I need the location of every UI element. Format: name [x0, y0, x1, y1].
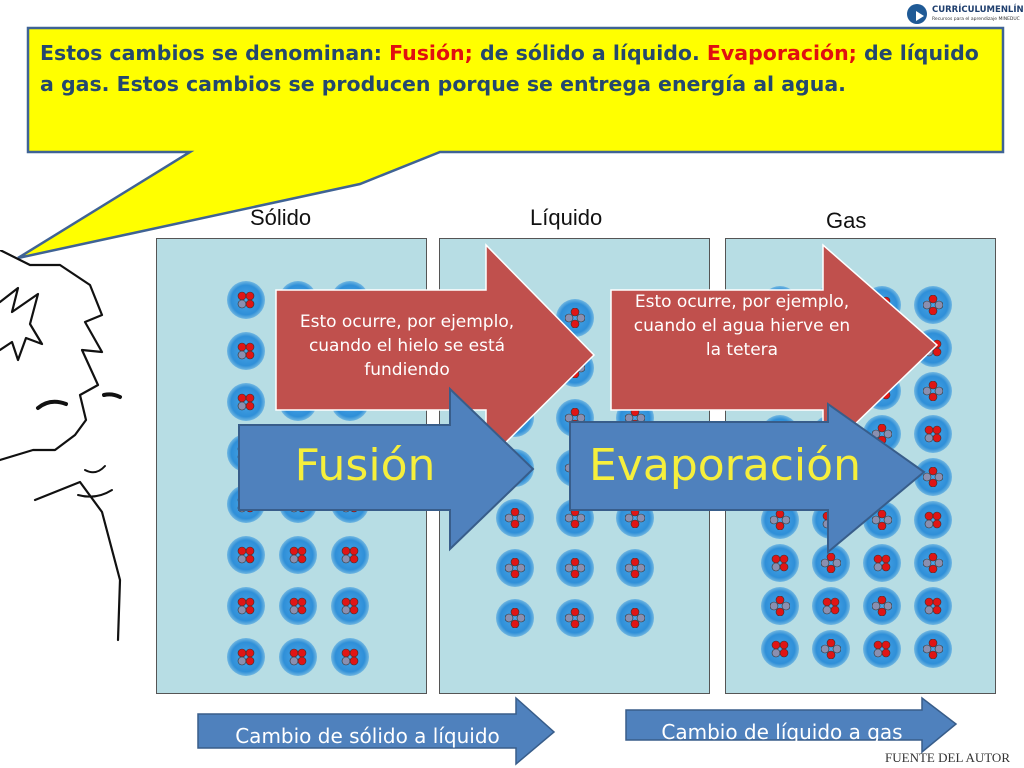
logo-tagline: Recursos para el aprendizaje MINEDUC [932, 17, 1020, 22]
bottom-arrow-liquid-gas [625, 696, 958, 754]
curriculum-logo: CURRÍCULUMENLÍNEA Recursos para el apren… [905, 2, 1024, 26]
evaporation-note-text: Esto ocurre, por ejemplo, cuando el agua… [633, 292, 851, 360]
gas-label: Gas [826, 208, 867, 233]
water-molecule-icon [914, 630, 952, 668]
water-molecule-icon [812, 587, 850, 625]
fusion-arrow [238, 386, 535, 552]
water-molecule-icon [914, 415, 952, 453]
water-molecule-icon [331, 638, 369, 676]
water-molecule-icon [227, 281, 265, 319]
evaporation-arrow [569, 402, 926, 555]
fusion-note-text: Esto ocurre, por ejemplo, cuando el hiel… [299, 312, 515, 380]
water-molecule-icon [227, 587, 265, 625]
character-face [0, 250, 122, 642]
water-molecule-icon [556, 599, 594, 637]
source-credit: FUENTE DEL AUTOR [885, 750, 1010, 765]
water-molecule-icon [914, 544, 952, 582]
fusion-note-arrow [275, 243, 596, 464]
bottom-label-solid-liquid: Cambio de sólido a líquido [235, 724, 500, 748]
water-molecule-icon [812, 630, 850, 668]
water-molecule-icon [227, 332, 265, 370]
water-molecule-icon [914, 286, 952, 324]
water-molecule-icon [279, 536, 317, 574]
bottom-label-liquid-gas: Cambio de líquido a gas [661, 720, 903, 744]
logo-name: CURRÍCULUMENLÍNEA [932, 5, 1024, 15]
water-molecule-icon [556, 549, 594, 587]
water-molecule-icon [616, 549, 654, 587]
water-molecule-icon [914, 372, 952, 410]
water-molecule-icon [914, 501, 952, 539]
water-molecule-icon [496, 499, 534, 537]
speech-bubble [17, 26, 1005, 260]
water-molecule-icon [863, 587, 901, 625]
water-molecule-icon [914, 587, 952, 625]
water-molecule-icon [227, 536, 265, 574]
evaporation-note-arrow [610, 243, 939, 457]
water-molecule-icon [496, 549, 534, 587]
water-molecule-icon [616, 599, 654, 637]
fusion-arrow-label: Fusión [294, 440, 436, 491]
fusion-highlight: Fusión; [389, 41, 473, 65]
water-molecule-icon [761, 630, 799, 668]
bottom-arrow-solid-liquid [197, 696, 556, 766]
water-molecule-icon [863, 630, 901, 668]
bubble-text: Estos cambios se denominan: Fusión; de s… [40, 41, 979, 96]
water-molecule-icon [914, 458, 952, 496]
water-molecule-icon [227, 383, 265, 421]
water-molecule-icon [279, 587, 317, 625]
water-molecule-icon [761, 544, 799, 582]
water-molecule-icon [496, 599, 534, 637]
play-icon [907, 4, 927, 24]
evaporation-arrow-label: Evaporación [589, 440, 861, 491]
water-molecule-icon [331, 587, 369, 625]
water-molecule-icon [227, 638, 265, 676]
water-molecule-icon [761, 587, 799, 625]
water-molecule-icon [279, 638, 317, 676]
liquid-label: Líquido [530, 205, 603, 230]
solid-label: Sólido [250, 205, 312, 230]
water-molecule-icon [331, 536, 369, 574]
water-molecule-icon [863, 544, 901, 582]
evaporation-highlight: Evaporación; [706, 41, 857, 65]
